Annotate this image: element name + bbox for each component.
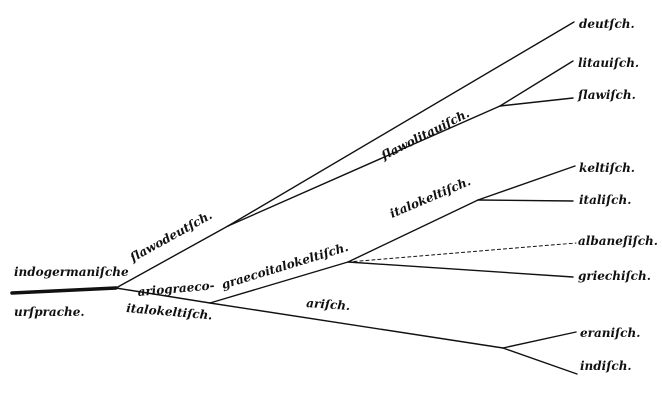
root-label-line1: indogermaniſche <box>14 265 129 279</box>
branch-albanesisch-dashed <box>347 242 577 263</box>
branch-litauisch <box>499 60 574 107</box>
leaf-albanesisch: albaneſiſch. <box>578 234 658 248</box>
branch-italisch <box>477 199 574 202</box>
branch-slawisch <box>499 97 574 107</box>
label-slawolitauisch: ſlawolitauiſch. <box>378 106 472 163</box>
root-label-line2: urſprache. <box>14 305 85 319</box>
branch-arisch <box>209 302 504 349</box>
branch-eranisch <box>502 331 577 349</box>
leaf-italisch: italiſch. <box>579 193 631 207</box>
label-ariograeco-line1: ariograeco- <box>137 278 215 299</box>
branch-slawolitauisch <box>227 105 501 227</box>
label-italokeltisch: italokeltiſch. <box>388 174 473 221</box>
leaf-keltisch: keltiſch. <box>579 161 635 175</box>
label-ariograeco-line2: italokeltiſch. <box>126 301 213 322</box>
leaf-griechisch: griechiſch. <box>578 269 651 283</box>
leaf-deutsch: deutſch. <box>579 17 635 31</box>
branch-indisch <box>502 347 578 375</box>
label-slawodeutsch: ſlawodeutſch. <box>127 208 215 265</box>
trunk-line <box>10 286 118 295</box>
branch-griechisch <box>347 261 574 278</box>
leaf-slawisch: ſlawiſch. <box>577 88 636 102</box>
label-graecoitalokeltisch: graecoitalokeltiſch. <box>220 240 350 292</box>
branch-italokeltisch <box>347 199 479 263</box>
leaf-eranisch: eraniſch. <box>580 326 640 340</box>
branch-deutsch <box>227 21 575 227</box>
leaf-indisch: indiſch. <box>580 359 632 373</box>
branch-graecoitalokeltisch <box>209 261 349 304</box>
branch-ariograecoitalokeltisch <box>115 287 211 304</box>
branch-slawodeutsch <box>115 225 229 289</box>
branch-keltisch <box>477 165 576 201</box>
leaf-litauisch: litauiſch. <box>578 56 639 70</box>
label-arisch: ariſch. <box>306 296 351 313</box>
